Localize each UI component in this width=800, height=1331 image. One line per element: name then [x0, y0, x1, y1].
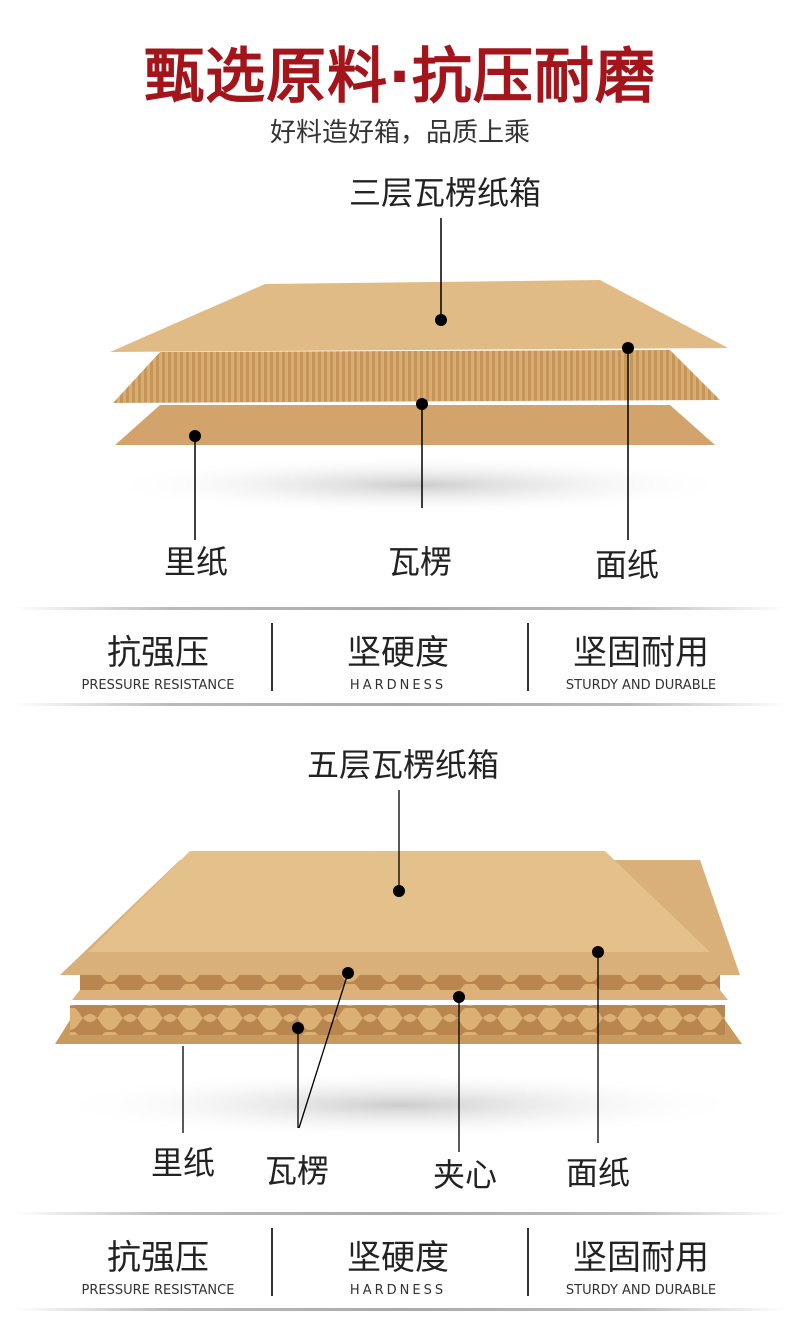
face-paper-layer — [110, 280, 728, 352]
page-subtitle: 好料造好箱，品质上乘 — [269, 118, 530, 148]
page-title: 甄选原料·抗压耐磨 — [144, 42, 656, 112]
label-flute-5: 瓦楞 — [264, 1152, 330, 1190]
label-flute: 瓦楞 — [387, 543, 453, 581]
flute-layer — [113, 350, 720, 403]
three-layer-title: 三层瓦楞纸箱 — [348, 174, 541, 212]
label-inner-paper-5: 里纸 — [150, 1144, 216, 1182]
label-inner-paper: 里纸 — [163, 543, 229, 581]
three-layer-illustration — [100, 218, 740, 540]
label-face-paper: 面纸 — [594, 546, 660, 584]
inner-paper-layer — [115, 405, 715, 445]
label-face-paper-5: 面纸 — [565, 1154, 631, 1192]
five-layer-title: 五层瓦楞纸箱 — [306, 746, 499, 784]
label-core: 夹心 — [432, 1156, 498, 1194]
